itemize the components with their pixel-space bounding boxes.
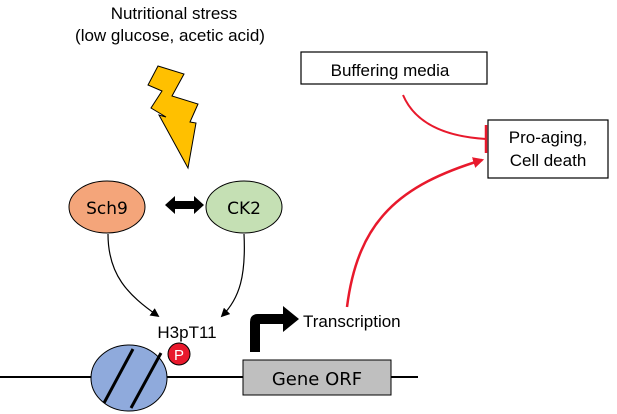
buffering-media-label: Buffering media xyxy=(331,61,450,80)
inhibition-arc xyxy=(402,94,487,140)
sch9-label: Sch9 xyxy=(86,199,128,219)
stress-subtitle: (low glucose, acetic acid) xyxy=(75,26,265,45)
gene-orf-label: Gene ORF xyxy=(272,369,362,390)
h3pt11-label: H3pT11 xyxy=(157,323,216,342)
stress-title: Nutritional stress xyxy=(111,4,238,23)
outcome-label-line1: Pro-aging, xyxy=(509,128,587,147)
interaction-double-arrow xyxy=(165,196,204,214)
phosphate-marker xyxy=(167,342,191,366)
lightning-bolt-icon xyxy=(147,65,199,170)
ck2-to-h3pt11-arrow xyxy=(220,233,245,318)
gene-orf-box xyxy=(242,359,392,396)
sch9-to-h3pt11-arrow xyxy=(107,233,160,318)
transcription-start-arrow xyxy=(250,306,299,352)
activation-arrow xyxy=(345,157,485,308)
buffering-media-box xyxy=(300,51,488,85)
ck2-label: CK2 xyxy=(227,199,261,219)
phosphate-label: P xyxy=(174,347,184,364)
nucleosome-dna-stripe-2 xyxy=(129,352,163,409)
nucleosome-dna-stripe-1 xyxy=(102,348,135,404)
outcome-label-line2: Cell death xyxy=(510,151,587,170)
transcription-label: Transcription xyxy=(303,312,401,331)
sch9-node xyxy=(68,180,146,234)
ck2-node xyxy=(205,180,283,234)
outcome-box xyxy=(487,119,609,179)
